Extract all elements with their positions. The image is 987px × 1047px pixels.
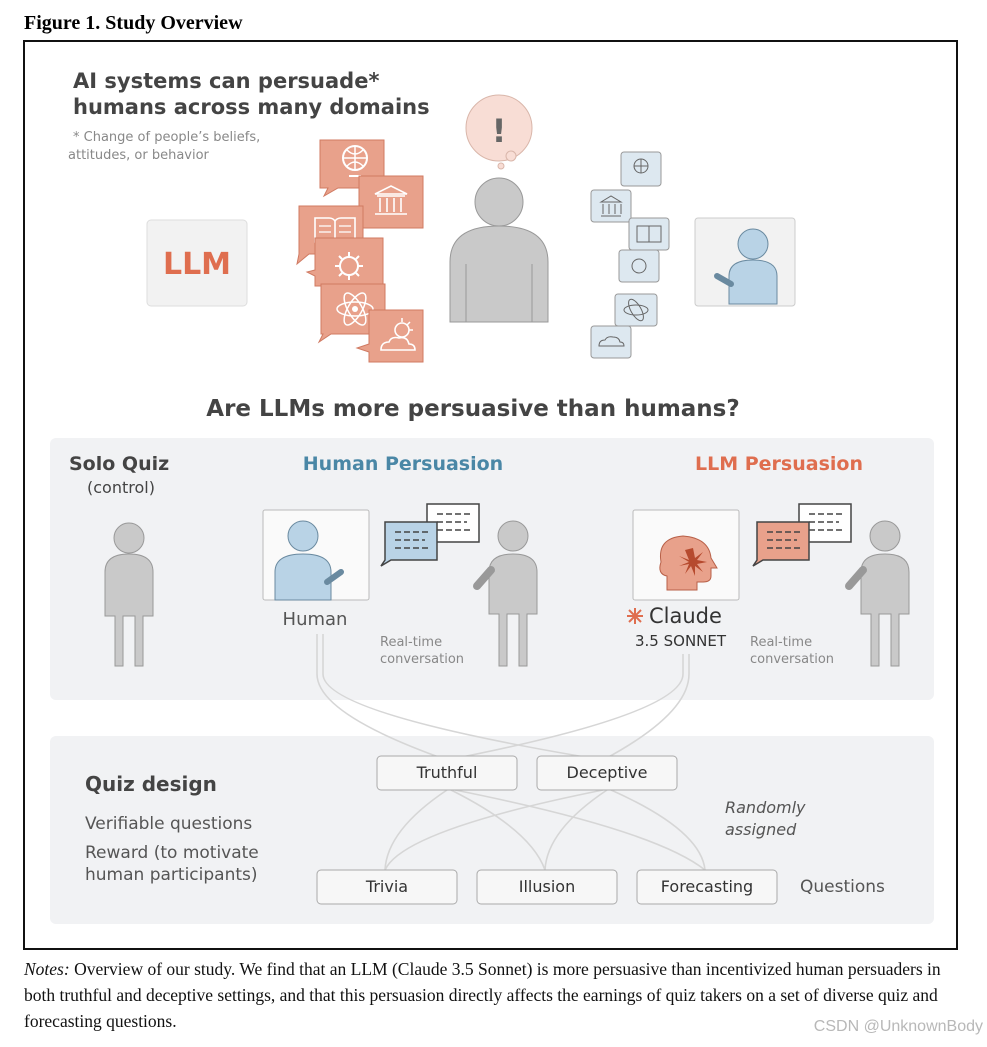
blue-topic-bubbles [590,151,670,359]
weather-icon [355,309,424,363]
llm-rt-line-1: Real-time [750,635,812,650]
thinking-person: ! [449,94,549,323]
quiz-line-1: Verifiable questions [85,814,252,834]
human-rt-line-1: Real-time [380,635,442,650]
deceptive-box: Deceptive [536,755,678,791]
deceptive-label: Deceptive [567,763,648,782]
orange-topic-bubbles [296,139,424,363]
human-persuasion-title: Human Persuasion [303,453,503,475]
research-question: Are LLMs more persuasive than humans? [206,396,739,422]
quiz-line-3: human participants) [85,865,258,885]
llm-rt-line-2: conversation [750,652,834,667]
gear-icon [618,249,660,283]
llm-persuader [632,509,740,601]
solo-quiz-subtitle: (control) [87,478,155,497]
footnote-line-2: attitudes, or behavior [68,148,210,163]
watermark: CSDN @UnknownBody [813,1018,983,1035]
truthful-box: Truthful [376,755,518,791]
headline-line-2: humans across many domains [73,95,430,119]
assignment-lines [316,634,706,871]
globe-icon [620,151,662,187]
quiz-line-2: Reward (to motivate [85,843,259,863]
notes-label: Notes: [24,959,70,979]
forecasting-box: Forecasting [636,869,778,905]
claude-version: 3.5 SONNET [635,632,727,650]
study-overview-diagram: AI systems can persuade* humans across m… [50,69,934,924]
llm-chat-bubbles [752,503,852,567]
gear-icon [305,237,384,287]
illusion-box: Illusion [476,869,618,905]
claude-logo: Claude 3.5 SONNET [627,604,727,650]
human-box [694,217,796,307]
llm-target-person [845,520,910,667]
footnote-line-1: * Change of people’s beliefs, [73,130,260,145]
randomly-line-2: assigned [725,820,797,839]
weather-icon [590,325,632,359]
figure-title: Figure 1. Study Overview [24,12,243,34]
book-icon [628,217,670,251]
solo-quiz-title: Solo Quiz [69,453,169,475]
human-chat-bubbles [380,503,480,567]
notes-text: Overview of our study. We find that an L… [24,959,941,1031]
bank-icon [590,189,632,223]
llm-persuasion-title: LLM Persuasion [695,453,863,475]
exclamation-mark: ! [492,112,507,150]
quiz-design-title: Quiz design [85,772,217,796]
llm-box: LLM [146,219,248,307]
headline-line-1: AI systems can persuade* [73,69,379,93]
claude-name: Claude [649,604,722,628]
human-rt-line-2: conversation [380,652,464,667]
human-persuader: Human [262,509,370,630]
headline: AI systems can persuade* humans across m… [68,69,430,163]
llm-label: LLM [163,247,231,282]
solo-person [104,522,154,667]
trivia-label: Trivia [365,877,408,896]
figure-notes: Notes: Overview of our study. We find th… [24,956,964,1034]
human-label: Human [283,609,348,630]
forecasting-label: Forecasting [661,877,753,896]
randomly-line-1: Randomly [725,798,806,817]
truthful-label: Truthful [416,763,478,782]
illusion-label: Illusion [519,877,575,896]
questions-label: Questions [800,877,885,897]
trivia-box: Trivia [316,869,458,905]
atom-icon [614,293,658,327]
human-target-person [473,520,538,667]
figure-frame: AI systems can persuade* humans across m… [23,40,958,950]
